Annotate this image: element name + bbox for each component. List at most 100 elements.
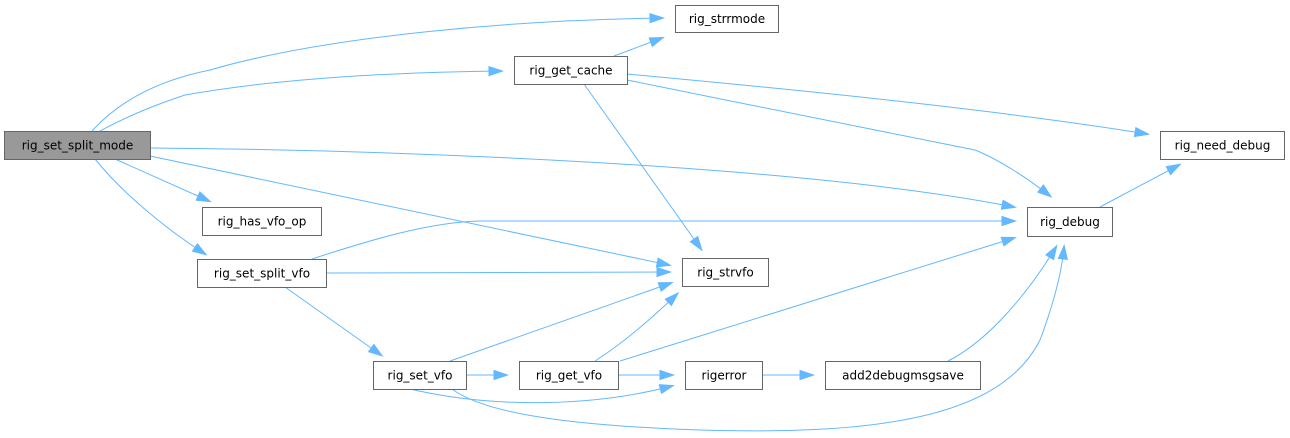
node-label: rig_set_split_mode (22, 139, 134, 153)
node-rig_debug[interactable]: rig_debug (1027, 207, 1113, 237)
arrowhead-icon (657, 281, 674, 293)
edge-rig_set_split_mode-to-rig_set_split_vfo (94, 158, 208, 256)
edge-rig_set_split_mode-to-rig_strrmode (91, 12, 666, 132)
edge-line (91, 17, 663, 132)
node-box (202, 207, 322, 236)
edge-rig_debug-to-rig_need_debug (1099, 163, 1182, 208)
arrowhead-icon (1057, 243, 1068, 260)
arrowhead-icon (655, 257, 673, 268)
edge-add2debugmsgsave-to-rig_debug (947, 244, 1058, 362)
edge-line (626, 73, 1148, 135)
arrowhead-icon (488, 65, 505, 77)
arrowhead-icon (1045, 244, 1058, 261)
node-box (825, 361, 981, 390)
edge-line (947, 246, 1057, 362)
node-rigerror[interactable]: rigerror (685, 361, 763, 390)
arrowhead-icon (799, 369, 816, 381)
edge-rig_set_split_vfo-to-rig_strvfo (325, 266, 673, 278)
node-rig_set_split_vfo[interactable]: rig_set_split_vfo (197, 259, 327, 288)
node-label: rig_strrmode (689, 12, 765, 26)
edge-line (149, 147, 1015, 208)
arrowhead-icon (1165, 163, 1182, 176)
node-label: add2debugmsgsave (842, 369, 964, 383)
edge-rig_set_vfo-to-rigerror (409, 384, 675, 404)
node-box (675, 5, 779, 33)
node-box (519, 361, 619, 390)
edge-line (449, 282, 672, 362)
edge-line (1099, 164, 1180, 208)
edge-rig_set_split_mode-to-rig_strvfo (149, 155, 673, 268)
edge-rig_get_vfo-to-rig_strvfo (594, 291, 680, 362)
node-label: rig_strvfo (697, 266, 753, 280)
node-add2debugmsgsave[interactable]: add2debugmsgsave (825, 361, 981, 390)
node-box (1160, 131, 1285, 160)
edge-rig_set_split_vfo-to-rig_debug (311, 215, 1018, 260)
edge-rig_set_split_mode-to-rig_get_cache (99, 65, 505, 132)
node-label: rig_get_cache (529, 64, 612, 78)
node-rig_strvfo[interactable]: rig_strvfo (682, 258, 769, 287)
node-rig_has_vfo_op[interactable]: rig_has_vfo_op (202, 207, 322, 236)
node-rig_set_split_mode: rig_set_split_mode (4, 131, 151, 160)
edge-line (114, 158, 210, 202)
edge-line (94, 158, 206, 255)
edge-rig_get_vfo-to-rig_debug (619, 236, 1017, 362)
node-box (197, 259, 327, 288)
node-label: rig_set_split_vfo (214, 267, 310, 281)
node-box (1027, 207, 1113, 237)
arrowhead-icon (493, 369, 510, 381)
edge-rig_get_cache-to-rig_strvfo (583, 83, 703, 252)
node-label: rig_get_vfo (536, 369, 602, 383)
arrowhead-icon (664, 291, 680, 307)
edge-line (626, 79, 1051, 197)
arrowhead-icon (195, 191, 212, 203)
node-box (373, 361, 467, 390)
edge-line (594, 293, 678, 362)
edge-rig_get_vfo-to-rigerror (618, 369, 676, 381)
node-label: rig_has_vfo_op (218, 215, 307, 229)
node-label: rigerror (702, 369, 747, 383)
node-rig_get_cache[interactable]: rig_get_cache (514, 56, 628, 85)
arrowhead-icon (1001, 215, 1018, 227)
arrowhead-icon (191, 242, 208, 256)
node-box (682, 258, 769, 287)
edge-rig_set_split_vfo-to-rig_set_vfo (284, 286, 384, 357)
arrowhead-icon (689, 235, 703, 252)
arrowhead-icon (648, 36, 665, 48)
arrowhead-icon (1133, 126, 1151, 138)
node-rig_need_debug[interactable]: rig_need_debug (1160, 131, 1285, 160)
node-label: rig_debug (1040, 215, 1100, 229)
edge-line (284, 286, 382, 356)
edge-line (311, 220, 1014, 260)
edge-rigerror-to-add2debugmsgsave (762, 369, 816, 381)
arrowhead-icon (1000, 236, 1017, 247)
nodes: rig_set_split_mode rig_strrmode rig_get_ca… (4, 5, 1285, 390)
arrowhead-icon (1036, 184, 1053, 198)
node-rig_set_vfo[interactable]: rig_set_vfo (373, 361, 467, 390)
node-rig_get_vfo[interactable]: rig_get_vfo (519, 361, 619, 390)
node-box (685, 361, 763, 390)
edge-rig_get_cache-to-rig_strrmode (613, 36, 665, 57)
edge-line (451, 246, 1065, 432)
node-label: rig_set_vfo (388, 369, 453, 383)
arrowhead-icon (649, 12, 666, 24)
edge-rig_get_cache-to-rig_need_debug (626, 73, 1151, 138)
edge-line (325, 271, 670, 274)
node-rig_strrmode[interactable]: rig_strrmode (675, 5, 779, 33)
arrowhead-icon (367, 343, 384, 357)
edge-line (149, 155, 670, 266)
edge-rig_set_vfo-to-rig_get_vfo (466, 369, 510, 381)
edges (91, 12, 1182, 432)
arrowhead-icon (656, 266, 673, 278)
edge-line (619, 237, 1015, 362)
arrowhead-icon (1000, 199, 1018, 210)
node-box (4, 131, 151, 160)
edge-line (583, 83, 702, 250)
edge-line (99, 70, 502, 132)
edge-rig_set_vfo-to-rig_strvfo (449, 281, 674, 362)
arrowhead-icon (658, 384, 675, 395)
node-label: rig_need_debug (1175, 139, 1271, 153)
edge-line (409, 385, 673, 404)
edge-rig_set_split_mode-to-rig_has_vfo_op (114, 158, 212, 203)
node-box (514, 56, 628, 85)
edge-rig_get_cache-to-rig_debug (626, 79, 1053, 198)
